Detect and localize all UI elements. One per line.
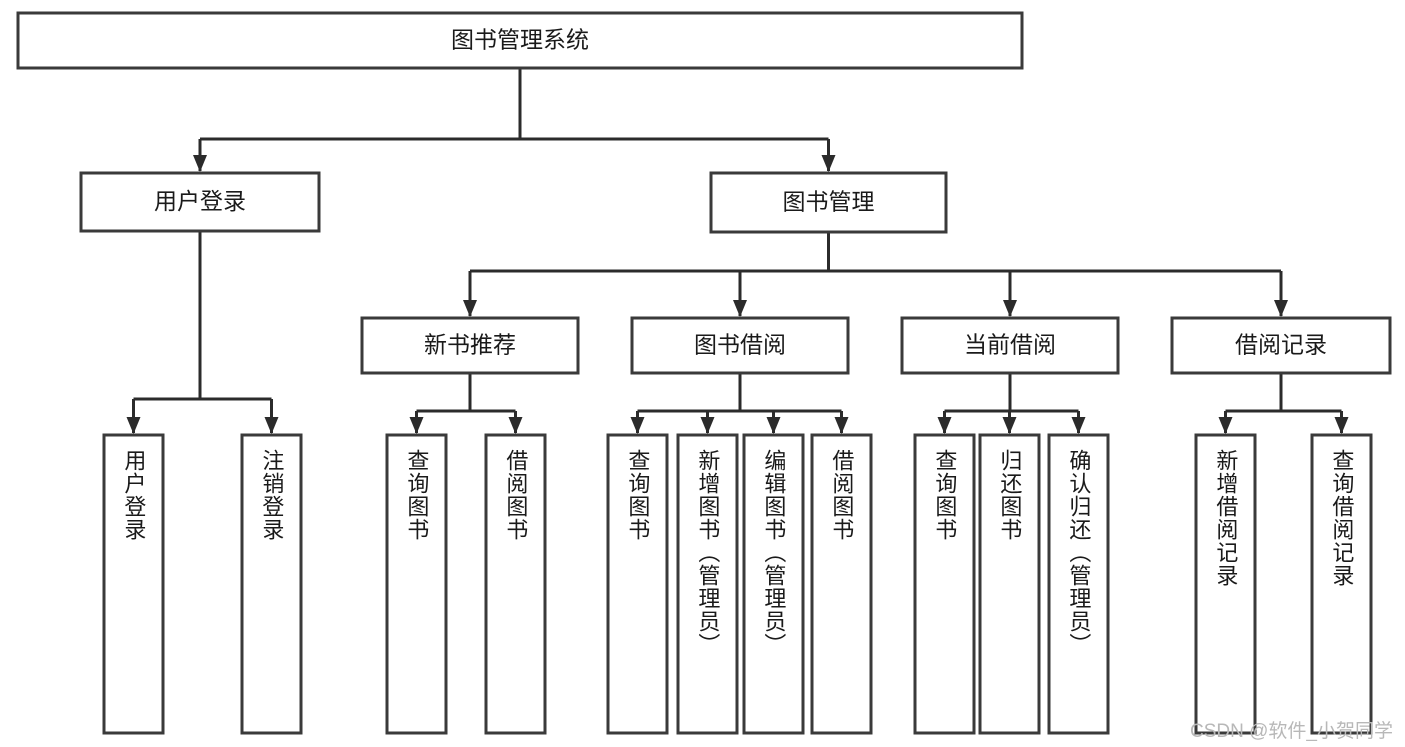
- node-current-borrow-rect: [900, 316, 1120, 375]
- node-user-login[interactable]: 用户登录: [79, 171, 321, 233]
- node-leaf-return-book[interactable]: [978, 433, 1041, 735]
- arrow-to-leaf-user-login: [126, 417, 141, 434]
- node-leaf-user-login[interactable]: [102, 433, 165, 735]
- node-book-borrow[interactable]: 图书借阅: [630, 316, 850, 375]
- node-root[interactable]: 图书管理系统: [16, 11, 1024, 70]
- node-book-borrow-rect: [630, 316, 850, 375]
- node-leaf-edit-book[interactable]: [742, 433, 805, 735]
- node-root-rect: [16, 11, 1024, 70]
- node-user-login-rect: [79, 171, 321, 233]
- csdn-watermark: CSDN @软件_小贺同学: [1190, 721, 1393, 742]
- node-new-book-recommend-rect: [360, 316, 580, 375]
- node-new-book-recommend-label: 新书推荐: [424, 332, 516, 358]
- node-book-manage[interactable]: 图书管理: [709, 171, 948, 234]
- node-book-borrow-label: 图书借阅: [694, 332, 786, 358]
- arrow-to-leaf-borrow-book-2: [834, 417, 849, 434]
- node-leaf-borrow-book-2[interactable]: [810, 433, 873, 735]
- arrow-to-new-book-recommend: [463, 300, 477, 317]
- arrow-to-leaf-add-record: [1218, 417, 1233, 434]
- node-book-manage-label: 图书管理: [783, 189, 875, 215]
- node-leaf-add-book[interactable]: [676, 433, 739, 735]
- node-leaf-add-record[interactable]: [1194, 433, 1257, 735]
- arrow-to-leaf-user-logout: [264, 417, 279, 434]
- arrow-to-leaf-return-book: [1002, 417, 1017, 434]
- node-new-book-recommend[interactable]: 新书推荐: [360, 316, 580, 375]
- arrow-to-leaf-query-record: [1334, 417, 1349, 434]
- arrow-to-borrow-record: [1274, 300, 1288, 317]
- node-leaf-query-record[interactable]: [1310, 433, 1373, 735]
- node-borrow-record[interactable]: 借阅记录: [1170, 316, 1392, 375]
- node-leaf-user-logout[interactable]: [240, 433, 303, 735]
- arrow-to-current-borrow: [1003, 300, 1017, 317]
- arrow-to-book-manage: [821, 155, 836, 172]
- arrow-to-leaf-query-book-2: [630, 417, 645, 434]
- node-book-manage-rect: [709, 171, 948, 234]
- arrow-to-user-login: [193, 155, 207, 172]
- node-leaf-confirm-return[interactable]: [1047, 433, 1110, 735]
- arrow-to-leaf-query-book-3: [937, 417, 952, 434]
- arrow-to-book-borrow: [733, 300, 747, 317]
- node-root-label: 图书管理系统: [451, 27, 589, 53]
- arrow-to-leaf-query-book-1: [409, 417, 424, 434]
- connectors-layer: [126, 68, 1349, 434]
- arrow-to-leaf-edit-book: [766, 417, 781, 434]
- arrow-to-leaf-add-book: [700, 417, 715, 434]
- node-current-borrow-label: 当前借阅: [964, 332, 1056, 358]
- node-leaf-query-book-3[interactable]: [913, 433, 976, 735]
- node-borrow-record-label: 借阅记录: [1235, 332, 1327, 358]
- node-leaf-borrow-book-1[interactable]: [484, 433, 547, 735]
- node-user-login-label: 用户登录: [154, 188, 246, 214]
- node-borrow-record-rect: [1170, 316, 1392, 375]
- node-leaf-query-book-2[interactable]: [606, 433, 669, 735]
- node-current-borrow[interactable]: 当前借阅: [900, 316, 1120, 375]
- arrow-to-leaf-confirm-return: [1071, 417, 1086, 434]
- arrow-to-leaf-borrow-book-1: [508, 417, 523, 434]
- node-leaf-query-book-1[interactable]: [385, 433, 448, 735]
